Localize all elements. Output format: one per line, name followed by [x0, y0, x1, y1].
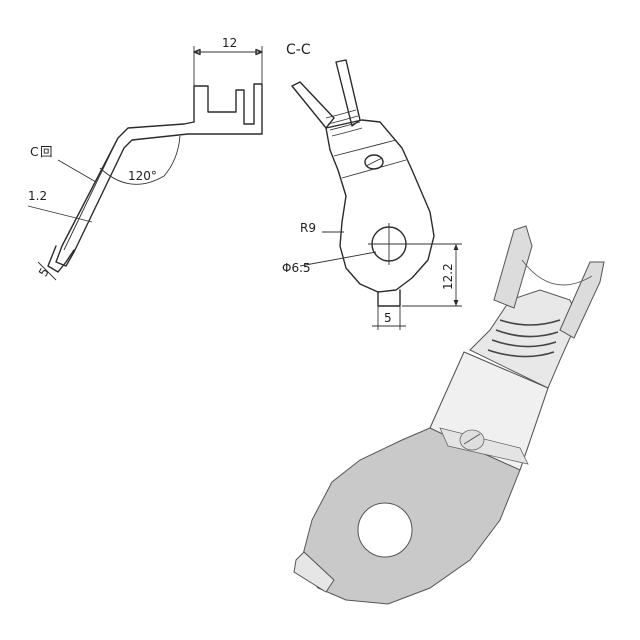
angle-arc: [99, 135, 181, 185]
tab-width-dim-label: 5: [384, 311, 392, 325]
front-view-tab: [377, 289, 401, 307]
slot-hole: [364, 154, 384, 170]
render-3d: [293, 225, 605, 605]
width-dim-label: 12: [222, 36, 237, 50]
angle-dim-label: 120°: [128, 169, 157, 183]
radius-dim-label: R9: [300, 221, 316, 235]
height-arrow-bottom: [453, 300, 459, 306]
render-slot-line: [463, 433, 481, 445]
render-fork-right: [559, 261, 605, 339]
front-view: C-C R9 Φ6.5 12.2 5: [282, 42, 462, 330]
render-hole: [357, 502, 413, 558]
section-title: C-C: [286, 42, 311, 58]
side-view: 12 120° C 回 1.2 5: [27, 36, 263, 281]
side-view-tab: [47, 245, 75, 273]
tab-dim-line: [37, 261, 57, 281]
height-arrow-top: [453, 244, 459, 250]
render-coils: [487, 319, 561, 358]
section-marker-letter: C: [30, 144, 39, 159]
hole-dim-label: Φ6.5: [282, 261, 311, 275]
render-inner-curve: [521, 259, 593, 286]
section-marker-leader: [57, 159, 97, 183]
section-marker-symbol: 回: [40, 144, 53, 159]
front-view-band: [333, 139, 407, 179]
side-view-ridge: [63, 141, 117, 251]
slot-line: [365, 157, 383, 167]
fork-arm-left: [291, 81, 335, 129]
render-slot: [459, 429, 485, 451]
render-barrel: [469, 289, 579, 389]
thickness-leader: [27, 205, 93, 223]
side-view-outline: [55, 83, 263, 267]
render-fork-left: [493, 225, 533, 309]
height-dim-label: 12.2: [441, 263, 455, 290]
front-view-body: [325, 119, 435, 293]
hole-leader: [299, 251, 377, 267]
crimp-coils: [325, 109, 363, 137]
width-arrow-right: [255, 48, 263, 56]
width-arrow-left: [193, 48, 201, 56]
thickness-dim-label: 1.2: [28, 189, 47, 203]
render-tab: [293, 551, 335, 593]
